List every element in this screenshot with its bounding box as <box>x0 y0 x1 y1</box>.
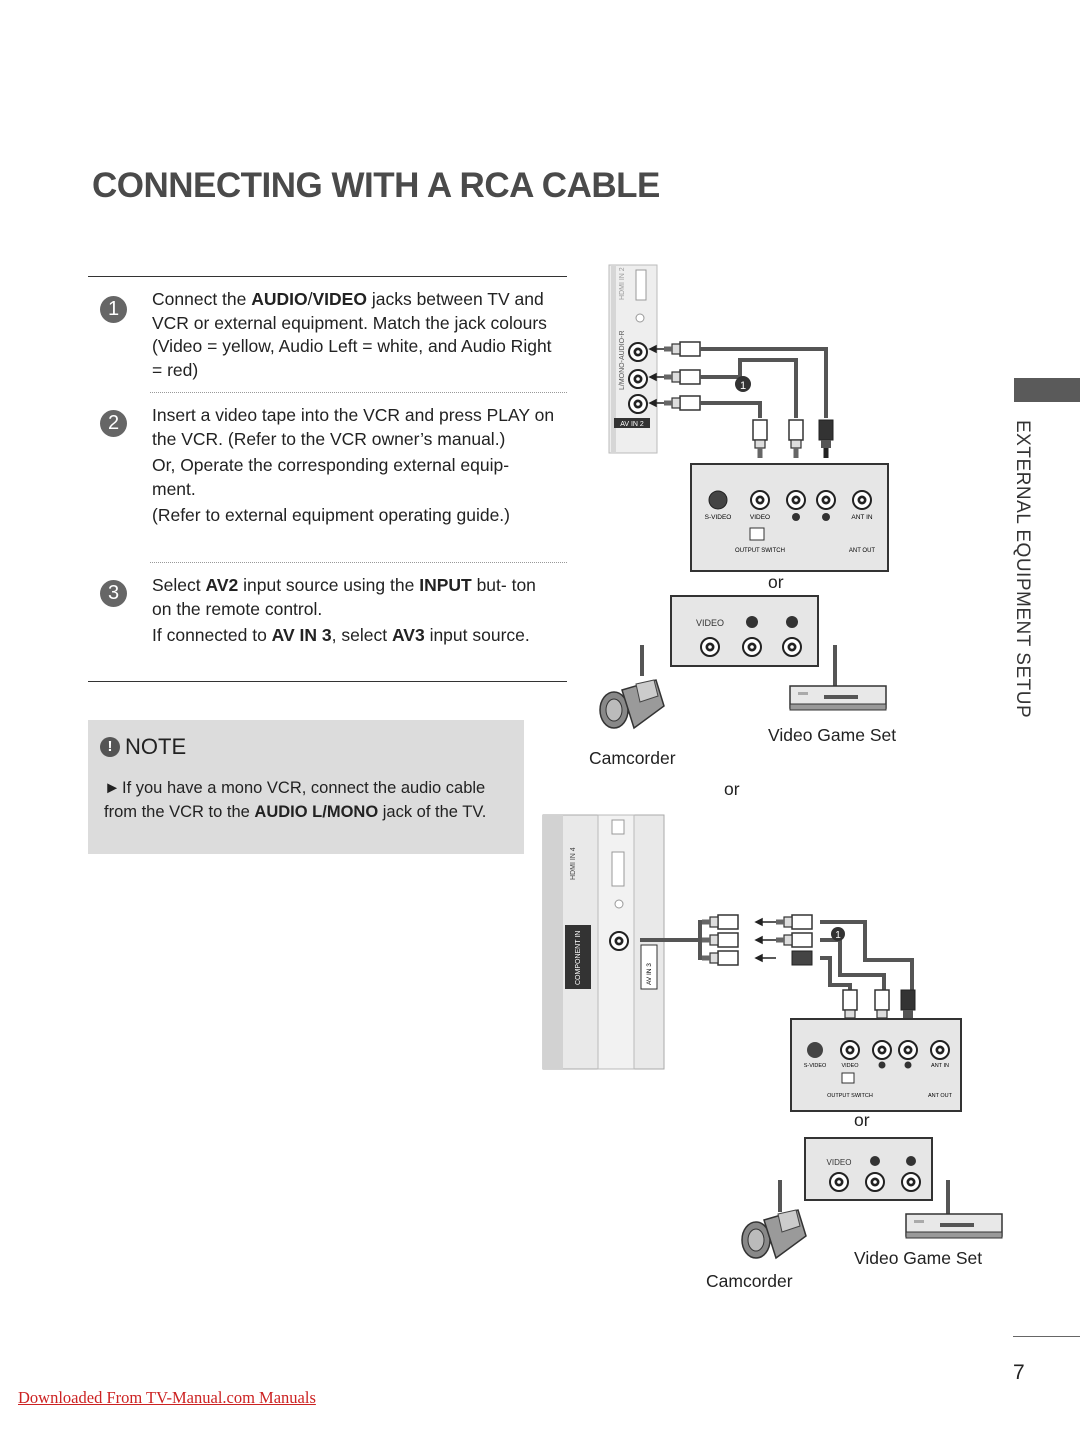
svg-text:ANT IN: ANT IN <box>851 514 872 521</box>
rca-plug <box>663 341 701 357</box>
video-game-set-icon <box>905 1213 1003 1239</box>
rca-plug <box>701 932 739 948</box>
note-body: If you have a mono VCR, connect the audi… <box>104 779 487 821</box>
rca-plug <box>663 369 701 385</box>
callout-number: 1 <box>835 930 841 941</box>
av-device-panel: VIDEO <box>804 1137 933 1201</box>
camcorder-icon <box>599 679 665 729</box>
svg-text:AV IN 3: AV IN 3 <box>646 963 653 985</box>
camcorder-label: Camcorder <box>706 1271 793 1291</box>
page-number-rule <box>1013 1336 1080 1337</box>
rca-plug-red <box>818 419 834 441</box>
or-label: or <box>768 572 784 592</box>
step-number-1: 1 <box>100 296 127 323</box>
step-paragraph: Insert a video tape into the VCR and pre… <box>152 405 555 449</box>
step-paragraph: Select AV2 input source using the INPUT … <box>152 575 536 619</box>
section-top-rule <box>88 276 567 277</box>
rca-plug <box>663 395 701 411</box>
step-paragraph: Or, Operate the corresponding external e… <box>152 455 510 499</box>
footer-download-link[interactable]: Downloaded From TV-Manual.com Manuals <box>18 1388 316 1407</box>
section-bottom-rule <box>88 681 567 682</box>
svg-text:ANT OUT: ANT OUT <box>928 1093 953 1099</box>
svg-text:S-VIDEO: S-VIDEO <box>705 514 732 521</box>
rca-plug <box>701 914 739 930</box>
exclamation-icon: ! <box>100 737 120 757</box>
step-paragraph: Connect the AUDIO/VIDEO jacks between TV… <box>152 289 552 380</box>
step-paragraph: If connected to AV IN 3, select AV3 inpu… <box>152 625 530 645</box>
step-divider <box>150 392 567 393</box>
step-2-text: Insert a video tape into the VCR and pre… <box>152 404 557 531</box>
or-label: or <box>854 1110 870 1130</box>
tv-label-hdmi: HDMI IN 2 <box>619 267 626 300</box>
tv-jack-video <box>628 394 648 414</box>
rca-cables <box>640 920 914 990</box>
camcorder-label: Camcorder <box>589 748 676 768</box>
tv-label-audio: L/MONO-AUDIO-R <box>619 331 626 391</box>
svg-text:VIDEO: VIDEO <box>827 1158 852 1167</box>
step-number-2: 2 <box>100 410 127 437</box>
rca-plug <box>788 419 804 459</box>
note-heading: ! NOTE <box>100 734 186 760</box>
note-heading-label: NOTE <box>125 734 187 759</box>
vcr-panel: S-VIDEO VIDEO ANT IN OUTPUT SWITCH ANT O… <box>790 1018 962 1112</box>
tv-input-panel: AV IN 2 L/MONO-AUDIO-R HDMI IN 2 <box>608 264 658 454</box>
rca-plug <box>701 950 739 966</box>
note-box <box>88 720 524 854</box>
svg-text:S-VIDEO: S-VIDEO <box>804 1063 827 1069</box>
svg-text:ANT OUT: ANT OUT <box>849 548 876 554</box>
tv-jack-audio-l <box>628 369 648 389</box>
svg-text:OUTPUT SWITCH: OUTPUT SWITCH <box>735 548 785 554</box>
video-game-set-icon <box>789 685 887 711</box>
section-side-title: EXTERNAL EQUIPMENT SETUP <box>1012 420 1033 719</box>
or-label: or <box>724 779 740 799</box>
video-game-set-label: Video Game Set <box>854 1248 982 1268</box>
step-number-3: 3 <box>100 580 127 607</box>
callout-badge <box>735 376 751 392</box>
step-1-text: Connect the AUDIO/VIDEO jacks between TV… <box>152 288 557 385</box>
step-3-text: Select AV2 input source using the INPUT … <box>152 574 557 651</box>
video-game-set-label: Video Game Set <box>768 725 896 745</box>
bullet-triangle-icon: ► <box>104 779 121 797</box>
step-paragraph: (Refer to external equipment operating g… <box>152 505 510 525</box>
svg-text:COMPONENT IN: COMPONENT IN <box>575 931 582 985</box>
svg-text:VIDEO: VIDEO <box>696 618 724 628</box>
step-divider <box>150 562 567 563</box>
svg-text:HDMI IN 4: HDMI IN 4 <box>570 847 577 880</box>
page-number: 7 <box>1013 1361 1025 1384</box>
note-text: ►If you have a mono VCR, connect the aud… <box>104 777 514 824</box>
rca-cables <box>700 347 828 418</box>
rca-plug <box>752 419 768 459</box>
section-tab-marker <box>1014 378 1080 402</box>
tv-label-av-in: AV IN 2 <box>620 421 644 428</box>
svg-text:VIDEO: VIDEO <box>750 514 770 521</box>
page-title: CONNECTING WITH A RCA CABLE <box>92 166 660 205</box>
rca-plug <box>775 914 813 930</box>
av-device-panel: VIDEO <box>670 595 819 667</box>
vcr-panel: S-VIDEO VIDEO ANT IN OUTPUT SWITCH ANT O… <box>690 463 889 572</box>
callout-number: 1 <box>740 380 746 392</box>
camcorder-icon <box>741 1209 807 1259</box>
svg-text:OUTPUT SWITCH: OUTPUT SWITCH <box>827 1093 873 1099</box>
svg-text:VIDEO: VIDEO <box>841 1063 859 1069</box>
rca-plug <box>775 932 813 948</box>
svg-text:ANT IN: ANT IN <box>931 1063 949 1069</box>
tv-jack-audio-r <box>628 342 648 362</box>
